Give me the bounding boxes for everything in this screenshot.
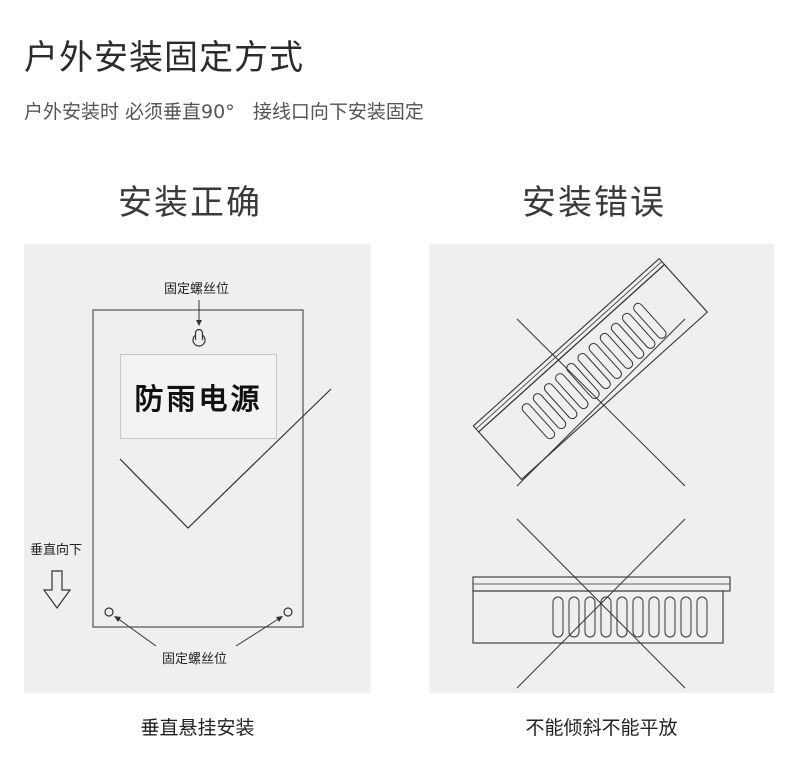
down-arrow-icon [42,570,72,610]
screw-bottom-pointer-right [235,617,281,647]
check-mark-icon [119,388,332,529]
tilted-device [472,257,709,481]
correct-panel: 防雨电源 固定螺丝位 固定螺丝位 垂直向下 [24,244,371,693]
device-label: 防雨电源 [120,354,277,439]
screw-hole-right [283,607,293,617]
cross-flat-b [516,518,686,689]
screw-hole-left [104,607,114,617]
screw-top-note: 固定螺丝位 [164,282,230,297]
cross-tilted-b [516,318,686,487]
page-subtitle: 户外安装时 必须垂直90° 接线口向下安装固定 [24,101,424,123]
device-outline [92,309,304,628]
wrong-panel [429,244,774,693]
flat-device [472,576,731,644]
keyhole-icon [192,328,206,347]
correct-caption: 垂直悬挂安装 [140,717,255,739]
correct-diagram [42,300,332,647]
wrong-diagram [472,257,731,689]
wrong-caption: 不能倾斜不能平放 [525,717,678,739]
page-title: 户外安装固定方式 [24,38,304,78]
correct-heading: 安装正确 [118,183,262,223]
screw-top-pointer-head [196,320,202,326]
wrong-heading: 安装错误 [522,183,666,223]
direction-note: 垂直向下 [30,543,83,558]
screw-bottom-note: 固定螺丝位 [162,652,228,667]
screw-bottom-pointer-left [116,617,157,647]
